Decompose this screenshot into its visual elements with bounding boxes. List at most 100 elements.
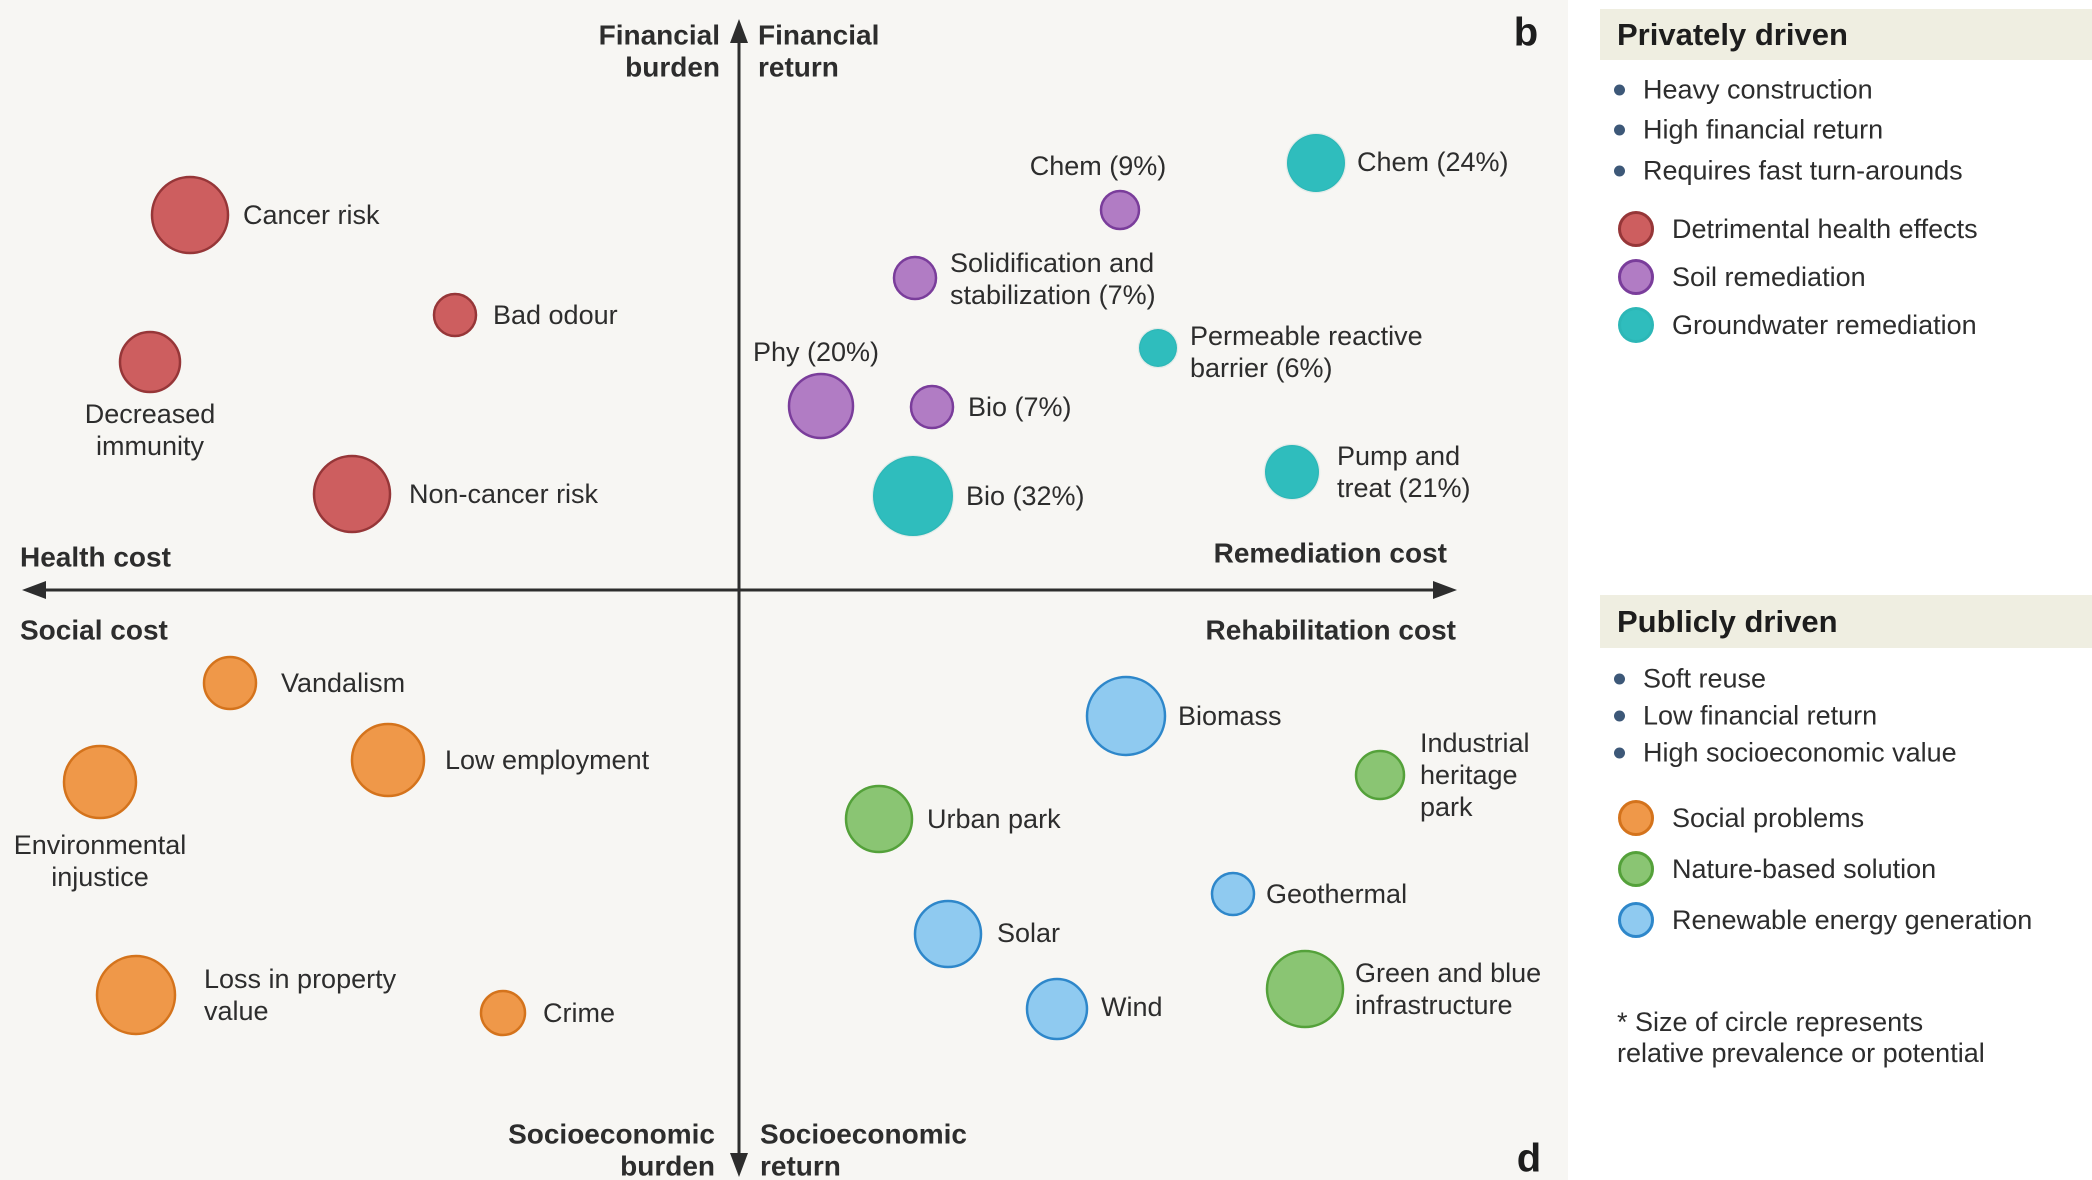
- arrow-left-icon: [22, 581, 46, 599]
- panel-letter-d: d: [1516, 1136, 1542, 1180]
- bullet-dot-icon: [1614, 747, 1625, 759]
- bubble-bio-7: [909, 384, 955, 430]
- bubble-bad-odour: [432, 292, 478, 338]
- bubble-low-employment: [350, 722, 426, 798]
- bubble-permeable-reactive-barrier-6: [1137, 327, 1179, 369]
- bubble-industrial-heritage-park: [1354, 749, 1406, 801]
- axis-label-remediation-cost: Remediation cost: [1214, 538, 1447, 569]
- bubble-pump-and-treat-21: [1263, 443, 1321, 501]
- bubble-urban-park: [844, 784, 914, 854]
- bubble-environmental-injustice: [62, 744, 138, 820]
- bullet-label: Soft reuse: [1643, 663, 1767, 694]
- bubble-solar: [913, 899, 983, 969]
- bullet-dot-icon: [1614, 84, 1625, 96]
- bubble-label-loss-in-property-value: Loss in property: [204, 964, 397, 994]
- arrow-right-icon: [1433, 581, 1457, 599]
- bubble-chem-24: [1285, 132, 1347, 194]
- publicly-driven-header: Publicly driven: [1600, 595, 2092, 648]
- bubble-label-cancer-risk: Cancer risk: [243, 200, 380, 230]
- bubble-label-decreased-immunity: Decreased: [85, 399, 216, 429]
- bubble-label-crime: Crime: [543, 998, 615, 1028]
- bubble-vandalism: [202, 655, 258, 711]
- legend-label: Social problems: [1672, 802, 1865, 833]
- bullet-item-requires-fast-turn-arounds: Requires fast turn-arounds: [1614, 156, 1963, 187]
- bullet-item-heavy-construction: Heavy construction: [1614, 75, 1873, 106]
- bullet-item-soft-reuse: Soft reuse: [1614, 664, 1766, 695]
- axis-label-health-cost: Health cost: [20, 542, 171, 573]
- bubble-label-solar: Solar: [997, 918, 1060, 948]
- bubble-label-permeable-reactive-barrier-6: barrier (6%): [1190, 353, 1333, 383]
- bubble-label-pump-and-treat-21: Pump and: [1337, 441, 1460, 471]
- legend-label: Renewable energy generation: [1672, 904, 2033, 935]
- bullet-item-low-financial-return: Low financial return: [1614, 701, 1877, 732]
- bubble-label-chem-9: Chem (9%): [1030, 151, 1167, 181]
- bubble-label-green-and-blue-infrastructure: infrastructure: [1355, 990, 1513, 1020]
- axis-label-financial-burden: Financial: [599, 20, 720, 51]
- bubble-label-bio-32: Bio (32%): [966, 481, 1085, 511]
- bubble-label-wind: Wind: [1101, 992, 1163, 1022]
- bubble-label-permeable-reactive-barrier-6: Permeable reactive: [1190, 321, 1423, 351]
- bubble-non-cancer-risk: [312, 454, 392, 534]
- bubble-label-pump-and-treat-21: treat (21%): [1337, 473, 1471, 503]
- bubble-decreased-immunity: [118, 330, 182, 394]
- legend-label: Detrimental health effects: [1672, 213, 1978, 244]
- axis-label-financial-return: return: [758, 52, 839, 83]
- size-footnote-line2: relative prevalence or potential: [1617, 1038, 1985, 1068]
- bubble-solidification-and-stabilization-7: [892, 255, 938, 301]
- legend-label: Soil remediation: [1672, 261, 1866, 292]
- bullet-dot-icon: [1614, 124, 1625, 136]
- legend-label: Groundwater remediation: [1672, 309, 1977, 340]
- bubble-label-industrial-heritage-park: heritage: [1420, 760, 1518, 790]
- legend-circle-red-icon: [1618, 211, 1654, 247]
- bubble-label-loss-in-property-value: value: [204, 996, 269, 1026]
- axis-label-socioeconomic-burden: Socioeconomic: [508, 1119, 715, 1150]
- bubble-wind: [1025, 977, 1089, 1041]
- bubble-label-solidification-and-stabilization-7: Solidification and: [950, 248, 1154, 278]
- axis-label-socioeconomic-return: return: [760, 1151, 841, 1180]
- bullet-label: High socioeconomic value: [1643, 737, 1957, 768]
- bubble-label-industrial-heritage-park: Industrial: [1420, 728, 1530, 758]
- bubble-label-environmental-injustice: Environmental: [14, 830, 187, 860]
- bubble-label-environmental-injustice: injustice: [51, 862, 149, 892]
- bubble-label-chem-24: Chem (24%): [1357, 147, 1509, 177]
- bubble-label-vandalism: Vandalism: [281, 668, 405, 698]
- bubble-crime: [479, 989, 527, 1037]
- bullet-label: Low financial return: [1643, 700, 1878, 731]
- bubble-geothermal: [1210, 871, 1256, 917]
- bubble-label-industrial-heritage-park: park: [1420, 792, 1473, 822]
- arrow-down-icon: [730, 1153, 748, 1177]
- bubble-label-urban-park: Urban park: [927, 804, 1061, 834]
- bubble-bio-32: [871, 454, 955, 538]
- legend-circle-green-icon: [1618, 851, 1654, 887]
- axis-label-social-cost: Social cost: [20, 615, 168, 646]
- bullet-label: High financial return: [1643, 114, 1884, 145]
- axis-label-socioeconomic-burden: burden: [620, 1151, 715, 1180]
- bubble-label-geothermal: Geothermal: [1266, 879, 1407, 909]
- axis-label-financial-burden: burden: [625, 52, 720, 83]
- bubble-label-low-employment: Low employment: [445, 745, 650, 775]
- panel-letter-b: b: [1513, 10, 1539, 55]
- bubble-label-green-and-blue-infrastructure: Green and blue: [1355, 958, 1541, 988]
- size-footnote: * Size of circle represents relative pre…: [1617, 1007, 1985, 1069]
- bullet-item-high-socioeconomic-value: High socioeconomic value: [1614, 738, 1957, 769]
- bubble-phy-20: [787, 372, 855, 440]
- bullet-dot-icon: [1614, 673, 1625, 685]
- privately-driven-header: Privately driven: [1600, 9, 2092, 60]
- legend-circle-purple-icon: [1618, 259, 1654, 295]
- legend-item-soil-remediation: Soil remediation: [1618, 259, 1866, 295]
- bubble-label-biomass: Biomass: [1178, 701, 1282, 731]
- legend-item-social-problems: Social problems: [1618, 800, 1864, 836]
- legend-circle-orange-icon: [1618, 800, 1654, 836]
- bubble-cancer-risk: [150, 175, 230, 255]
- legend-circle-blue-icon: [1618, 902, 1654, 938]
- bullet-dot-icon: [1614, 710, 1625, 722]
- bubble-chem-9: [1099, 189, 1141, 231]
- axis-label-socioeconomic-return: Socioeconomic: [760, 1119, 967, 1150]
- bubble-loss-in-property-value: [95, 954, 177, 1036]
- legend-item-renewable-energy-generation: Renewable energy generation: [1618, 902, 2032, 938]
- bubble-label-decreased-immunity: immunity: [96, 431, 205, 461]
